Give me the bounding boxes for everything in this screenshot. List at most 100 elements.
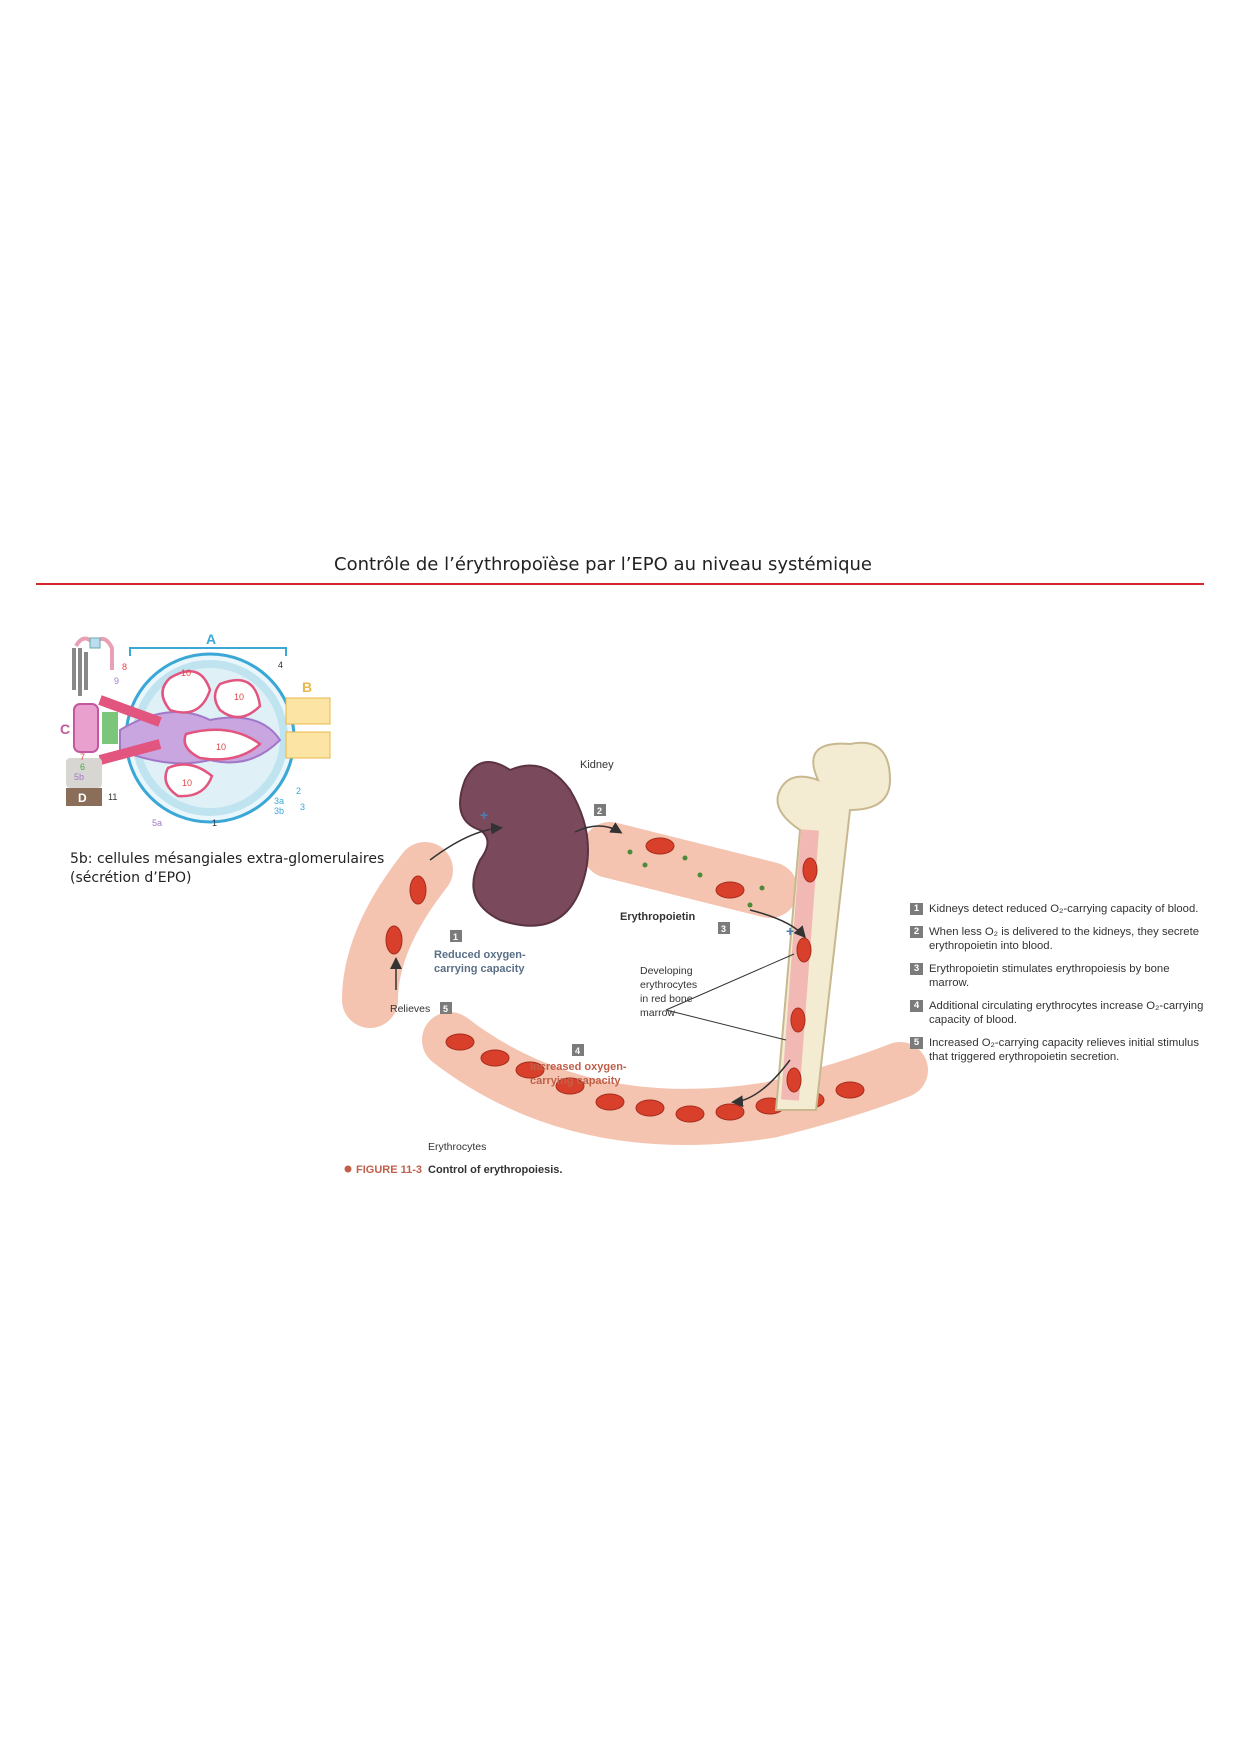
arrow-kidney-to-vessel xyxy=(574,822,623,834)
plus-sign-2: + xyxy=(786,923,794,939)
label-A: A xyxy=(206,631,216,647)
label-D: D xyxy=(78,791,87,805)
label-2: 2 xyxy=(296,786,301,796)
step-badge-5 xyxy=(440,1002,452,1014)
label-B: B xyxy=(302,679,312,695)
legend-badge-3: 3 xyxy=(910,963,923,975)
step-badge-1 xyxy=(450,930,462,942)
legend-text-2: When less O₂ is delivered to the kidneys… xyxy=(929,926,1199,952)
legend-badge-2: 2 xyxy=(910,926,923,938)
developing-pointer-lines xyxy=(665,953,795,1041)
efferent-arteriole xyxy=(98,739,162,765)
proximal-tubule-shape xyxy=(72,648,88,696)
erythropoietin-label: Erythropoietin xyxy=(620,911,695,923)
label-6: 6 xyxy=(80,762,85,772)
step-badge-2 xyxy=(594,804,606,816)
rbc-bottom-1 xyxy=(445,1033,475,1051)
glomerulus-svg: A B C D 10 10 10 10 4 8 9 7 6 5b 11 5a 1… xyxy=(60,631,331,828)
label-5b: 5b xyxy=(74,772,84,782)
tubule-box-shape xyxy=(89,637,101,649)
epo-particles xyxy=(627,849,765,908)
label-10d: 10 xyxy=(182,778,192,788)
d-block xyxy=(66,788,102,806)
label-4: 4 xyxy=(278,660,283,670)
glomerulus-caption: 5b: cellules mésangiales extra-glomerula… xyxy=(70,850,390,888)
label-1: 1 xyxy=(212,818,217,828)
label-10b: 10 xyxy=(234,692,244,702)
figure-caption-text: Control of erythropoiesis. xyxy=(428,1164,562,1176)
erythropoiesis-figure: Kidney Erythropoietin + + 1 Reduced oxyg… xyxy=(330,740,1210,1220)
increased-label-2: carrying capacity xyxy=(530,1075,621,1087)
step-num-4: 4 xyxy=(575,1046,580,1056)
capillary-loop-3 xyxy=(183,728,262,761)
title-divider xyxy=(36,583,1204,585)
step-num-5: 5 xyxy=(443,1004,448,1014)
erythrocytes-label: Erythrocytes xyxy=(428,1141,486,1153)
rbc-marrow-4 xyxy=(786,1067,802,1093)
legend-text-5: Increased O₂-carrying capacity relieves … xyxy=(929,1037,1199,1063)
label-9: 9 xyxy=(114,676,119,686)
plus-sign-1: + xyxy=(480,807,488,823)
page-title: Contrôle de l’érythropoïèse par l’EPO au… xyxy=(334,554,872,575)
legend-badge-1: 1 xyxy=(910,903,923,915)
capillary-loop-4 xyxy=(164,763,214,798)
rbc-bottom-7 xyxy=(675,1105,705,1123)
step-badge-4 xyxy=(572,1044,584,1056)
developing-label-1: Developing xyxy=(640,965,693,977)
legend-item-4: 4 Additional circulating erythrocytes in… xyxy=(910,999,1210,1027)
label-C: C xyxy=(60,721,70,737)
kidney-label: Kidney xyxy=(580,759,614,771)
label-7: 7 xyxy=(80,752,85,762)
rbc-bottom-4 xyxy=(555,1077,585,1095)
rbc-bottom-8 xyxy=(715,1103,745,1121)
label-11: 11 xyxy=(108,792,117,802)
legend-text-3: Erythropoietin stimulates erythropoiesis… xyxy=(929,963,1170,989)
label-10a: 10 xyxy=(181,668,191,678)
increased-label-1: Increased oxygen- xyxy=(530,1061,627,1073)
capillary-loop-2 xyxy=(213,678,262,719)
legend-item-3: 3 Erythropoietin stimulates erythropoies… xyxy=(910,962,1210,990)
epo-dot-1 xyxy=(627,849,633,855)
rbc-bottom-6 xyxy=(635,1099,665,1117)
figure-caption-prefix: FIGURE 11-3 xyxy=(356,1164,422,1176)
lacis-block xyxy=(66,758,102,788)
developing-label-2: erythrocytes xyxy=(640,979,697,991)
afferent-arteriole xyxy=(98,695,162,727)
step-badge-3 xyxy=(718,922,730,934)
b-tubule-top xyxy=(285,697,331,725)
juxtaglomerular-cells-shape xyxy=(102,712,118,744)
developing-label-3: in red bone xyxy=(640,993,693,1005)
caption-line-1: 5b: cellules mésangiales extra-glomerula… xyxy=(70,851,385,867)
step-num-1: 1 xyxy=(453,932,458,942)
rbc-marrow-1 xyxy=(802,857,818,883)
label-5a: 5a xyxy=(152,818,162,828)
developing-label-4: marrow xyxy=(640,1007,675,1019)
arrow-vessel-to-kidney xyxy=(429,822,503,861)
erythropoiesis-svg: Kidney Erythropoietin + + 1 Reduced oxyg… xyxy=(342,741,928,1176)
upper-right-vessel xyxy=(582,822,798,918)
epo-dot-3 xyxy=(682,855,688,861)
legend-item-2: 2 When less O₂ is delivered to the kidne… xyxy=(910,925,1210,953)
kidney-shape xyxy=(459,761,589,927)
legend-text-4: Additional circulating erythrocytes incr… xyxy=(929,1000,1204,1026)
step-num-2: 2 xyxy=(597,806,602,816)
relieves-label: Relieves xyxy=(390,1003,430,1015)
rbc-bottom-11 xyxy=(835,1081,865,1099)
label-8: 8 xyxy=(122,662,127,672)
rbc-bottom-group xyxy=(445,1033,865,1123)
legend-badge-4: 4 xyxy=(910,1000,923,1012)
rbc-left-1 xyxy=(409,875,427,905)
legend-item-5: 5 Increased O₂-carrying capacity relieve… xyxy=(910,1036,1210,1064)
macula-densa-shape xyxy=(73,703,99,753)
label-3a: 3a xyxy=(274,796,284,806)
arrow-epo-to-marrow xyxy=(749,909,806,939)
epo-dot-2 xyxy=(642,862,648,868)
epo-dot-6 xyxy=(759,885,765,891)
rbc-marrow-2 xyxy=(796,937,812,963)
glomerulus-diagram: A B C D 10 10 10 10 4 8 9 7 6 5b 11 5a 1… xyxy=(60,630,340,840)
arrow-marrow-to-circulation xyxy=(731,1059,791,1108)
reduced-label-2: carrying capacity xyxy=(434,963,525,975)
rbc-left-2 xyxy=(385,925,403,955)
a-bracket xyxy=(129,647,287,656)
epo-dot-4 xyxy=(697,872,703,878)
